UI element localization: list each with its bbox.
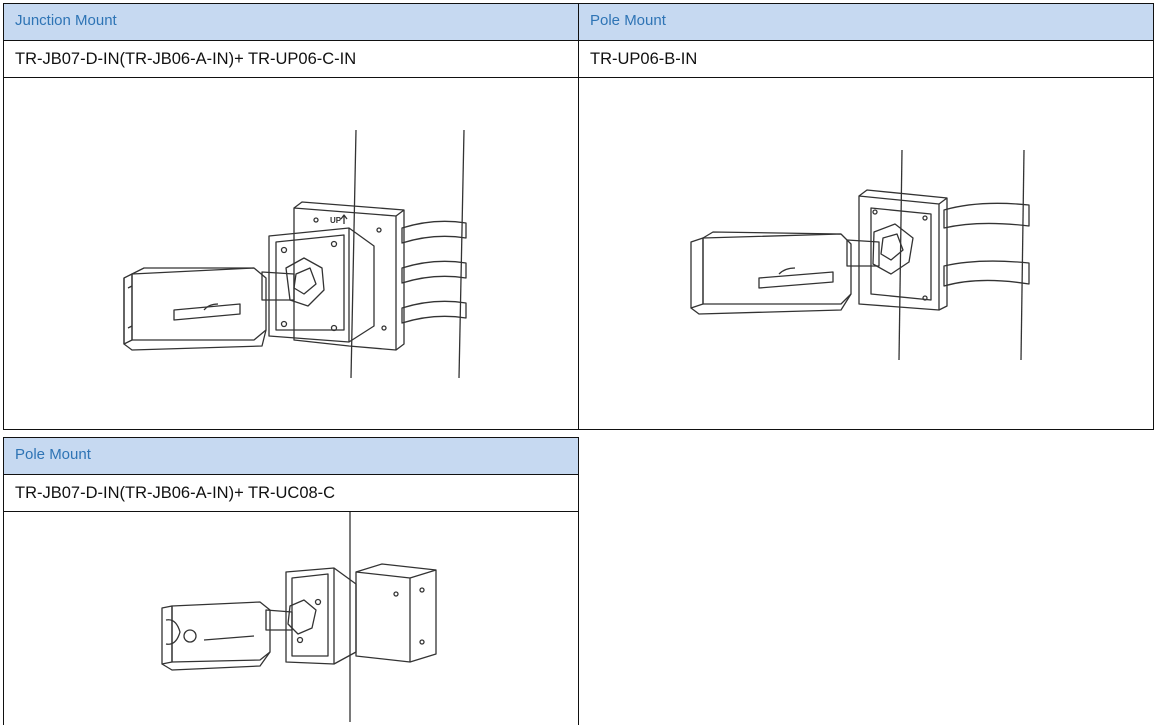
bottom-mount-table: Pole Mount TR-JB07-D-IN(TR-JB06-A-IN)+ T… bbox=[3, 437, 579, 725]
row-divider bbox=[4, 511, 578, 512]
camera-junction-box-corner-mount-drawing bbox=[4, 512, 578, 724]
up-marking: UP bbox=[330, 216, 342, 225]
junction-mount-header: Junction Mount bbox=[4, 4, 578, 40]
pole-mount-model: TR-UP06-B-IN bbox=[590, 50, 698, 68]
pole-mount-header-2: Pole Mount bbox=[4, 438, 578, 474]
top-mount-table: Junction Mount TR-JB07-D-IN(TR-JB06-A-IN… bbox=[3, 3, 1154, 430]
column-divider bbox=[578, 4, 579, 429]
junction-mount-model: TR-JB07-D-IN(TR-JB06-A-IN)+ TR-UP06-C-IN bbox=[15, 50, 357, 68]
pole-mount-illustration bbox=[579, 78, 1153, 429]
pole-mount-header: Pole Mount bbox=[579, 4, 1153, 40]
corner-mount-illustration bbox=[4, 512, 578, 724]
camera-junction-box-pole-mount-drawing: UP bbox=[4, 78, 578, 429]
row-divider bbox=[4, 474, 578, 475]
pole-mount-model-2: TR-JB07-D-IN(TR-JB06-A-IN)+ TR-UC08-C bbox=[15, 484, 336, 502]
junction-mount-illustration: UP bbox=[4, 78, 578, 429]
camera-pole-mount-drawing bbox=[579, 78, 1153, 429]
